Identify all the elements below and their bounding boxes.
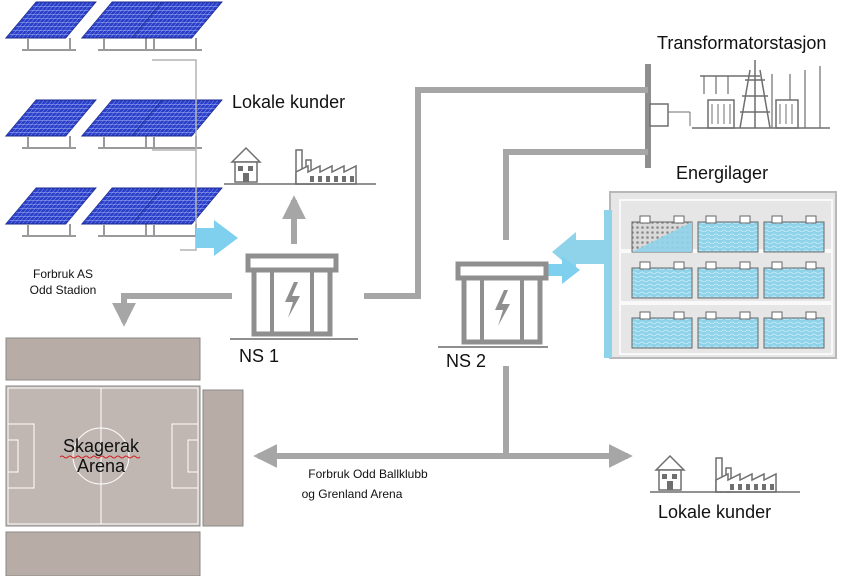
ns1-label: NS 1	[239, 346, 279, 366]
ns2-to-storage-arrow	[548, 256, 580, 284]
substation-ns1	[248, 256, 336, 334]
transformer-station-icon	[645, 60, 830, 168]
arena-name-line2: Arena	[77, 456, 126, 476]
factory-icon	[715, 457, 777, 493]
local-customers-bottom-label: Lokale kunder	[658, 502, 771, 522]
house-icon	[231, 147, 261, 183]
battery-icon	[631, 215, 693, 253]
consumer-club-line1: Forbruk Odd Ballklubb	[308, 467, 428, 481]
energy-storage-rack	[604, 191, 837, 359]
solar-panel-icon	[4, 99, 98, 149]
local-customers-top-label: Lokale kunder	[232, 92, 345, 112]
consumer-club-line2: og Grenland Arena	[302, 487, 403, 501]
substation-ns2	[458, 264, 546, 342]
consumer-as-line2: Odd Stadion	[30, 283, 97, 297]
factory-icon	[295, 149, 357, 185]
house-icon	[655, 455, 685, 491]
solar-field	[4, 1, 238, 256]
ns2-to-transformer-line	[503, 149, 648, 240]
consumer-as-line1: Forbruk AS	[33, 267, 93, 281]
stadium: Skagerak Arena	[5, 337, 244, 576]
solar-panel-icon	[4, 1, 98, 51]
solar-panel-icon	[4, 187, 98, 237]
ns2-label: NS 2	[446, 351, 486, 371]
grid-lines	[112, 87, 648, 468]
ns1-to-transformer-line	[364, 87, 648, 299]
arena-name-line1: Skagerak	[63, 436, 140, 456]
energy-storage-label: Energilager	[676, 163, 768, 183]
transformer-station-label: Transformatorstasjon	[657, 33, 826, 53]
ns1-to-arena-line	[112, 293, 232, 327]
solar-feed-arrow	[196, 220, 238, 256]
solar-wiring	[152, 59, 197, 251]
